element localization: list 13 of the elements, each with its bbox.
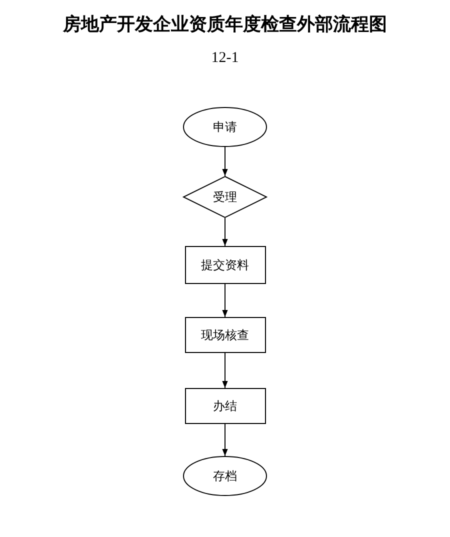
process-box: 现场核查 [184,317,266,353]
arrow [222,218,228,246]
arrow [222,284,228,318]
arrow [222,146,228,176]
arrow [222,352,228,388]
arrow [222,424,228,456]
subtitle: 12-1 [210,50,240,67]
process-box: 提交资料 [184,246,266,284]
terminal-ellipse: 存档 [183,456,267,496]
title: 房地产开发企业资质年度检查外部流程图 [62,13,388,36]
decision-diamond: 受理 [183,176,267,218]
terminal-ellipse: 申请 [183,107,267,147]
process-box: 办结 [184,388,266,424]
